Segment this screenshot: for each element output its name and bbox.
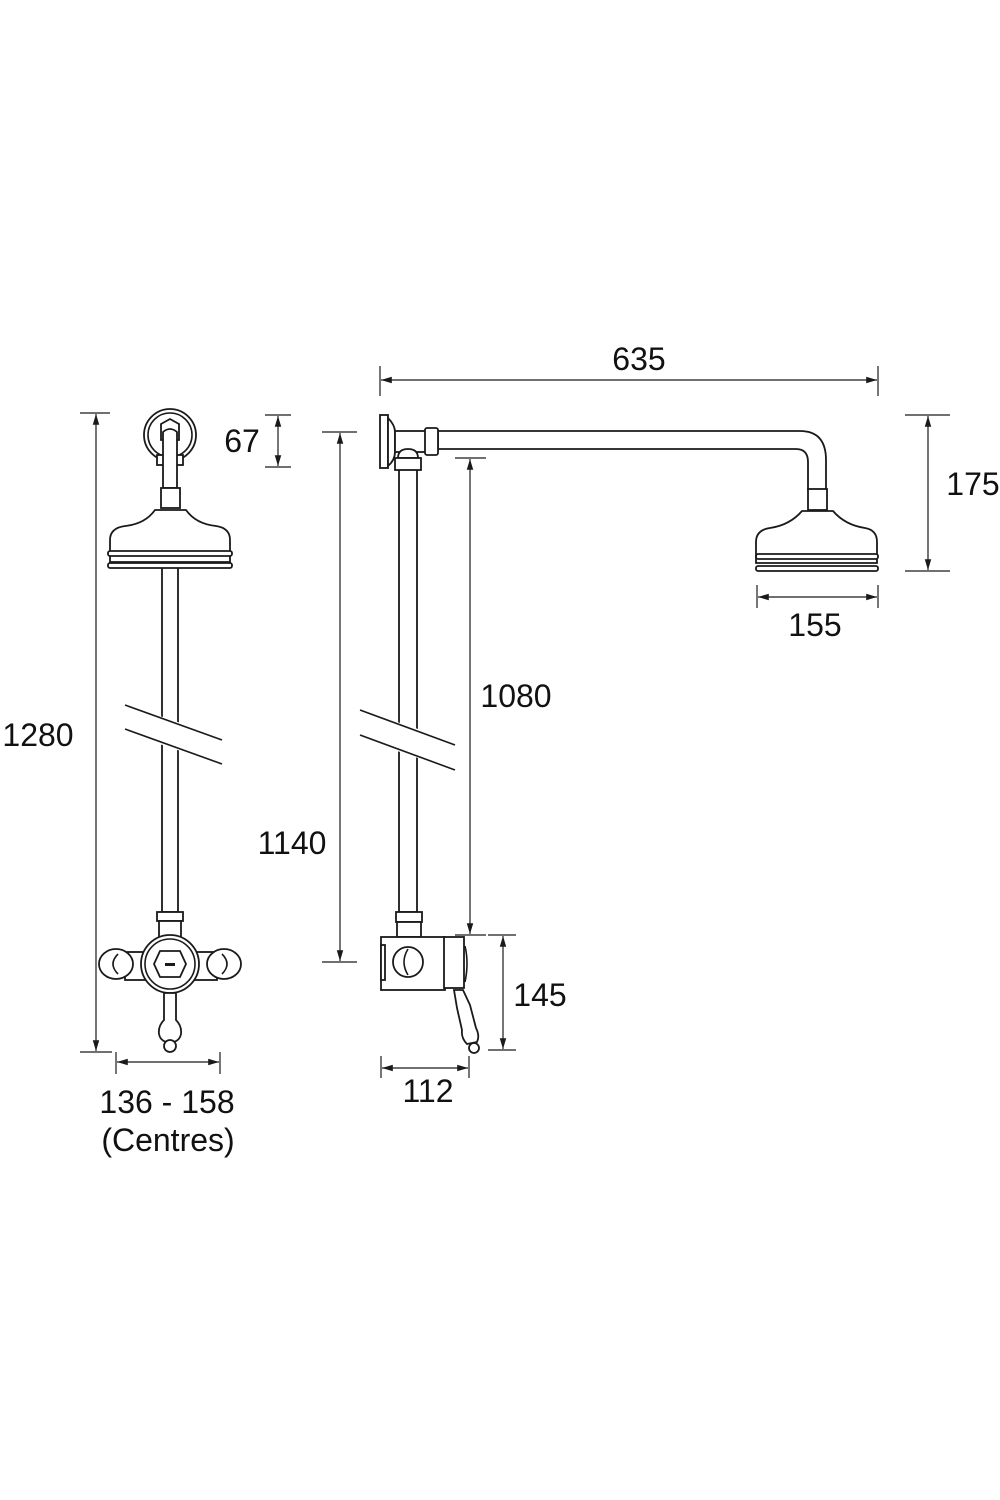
front-thermostatic-valve bbox=[98, 911, 242, 1053]
dim-label-1280: 1280 bbox=[2, 717, 73, 753]
dim-1280: 1280 bbox=[2, 412, 112, 1053]
dim-145: 145 bbox=[488, 934, 567, 1051]
side-thermostatic-valve bbox=[380, 911, 480, 1054]
side-view bbox=[355, 414, 879, 1054]
dim-label-centres: 136 - 158 bbox=[99, 1084, 234, 1120]
side-break-line bbox=[359, 734, 456, 771]
front-shower-head bbox=[107, 487, 233, 569]
dim-635: 635 bbox=[379, 341, 879, 396]
front-break-line bbox=[124, 728, 223, 765]
dim-155: 155 bbox=[756, 585, 879, 643]
side-shower-arm bbox=[379, 414, 827, 491]
dim-label-67: 67 bbox=[224, 423, 260, 459]
dim-label-175: 175 bbox=[946, 466, 999, 502]
dim-67: 67 bbox=[224, 414, 291, 468]
side-break-line bbox=[359, 709, 456, 746]
front-view bbox=[98, 408, 242, 1053]
dim-1140: 1140 bbox=[258, 431, 357, 963]
dim-label-155: 155 bbox=[788, 607, 841, 643]
dim-label-635: 635 bbox=[612, 341, 665, 377]
dim-1080: 1080 bbox=[455, 457, 552, 936]
dim-label-1080: 1080 bbox=[480, 678, 551, 714]
side-shower-head bbox=[755, 488, 879, 572]
dim-label-145: 145 bbox=[513, 977, 566, 1013]
dim-label-1140: 1140 bbox=[258, 825, 327, 861]
dim-label-112: 112 bbox=[402, 1073, 453, 1109]
side-break-gap bbox=[355, 708, 460, 772]
side-riser-pipe bbox=[398, 467, 418, 913]
dim-112: 112 bbox=[380, 1056, 470, 1109]
front-break-line bbox=[124, 704, 223, 741]
front-break-gap bbox=[120, 703, 226, 766]
dim-centres: 136 - 158 (Centres) bbox=[99, 1052, 235, 1158]
dim-175: 175 bbox=[905, 414, 1000, 572]
front-wall-plate bbox=[143, 408, 197, 489]
dim-label-centres-note: (Centres) bbox=[101, 1122, 234, 1158]
